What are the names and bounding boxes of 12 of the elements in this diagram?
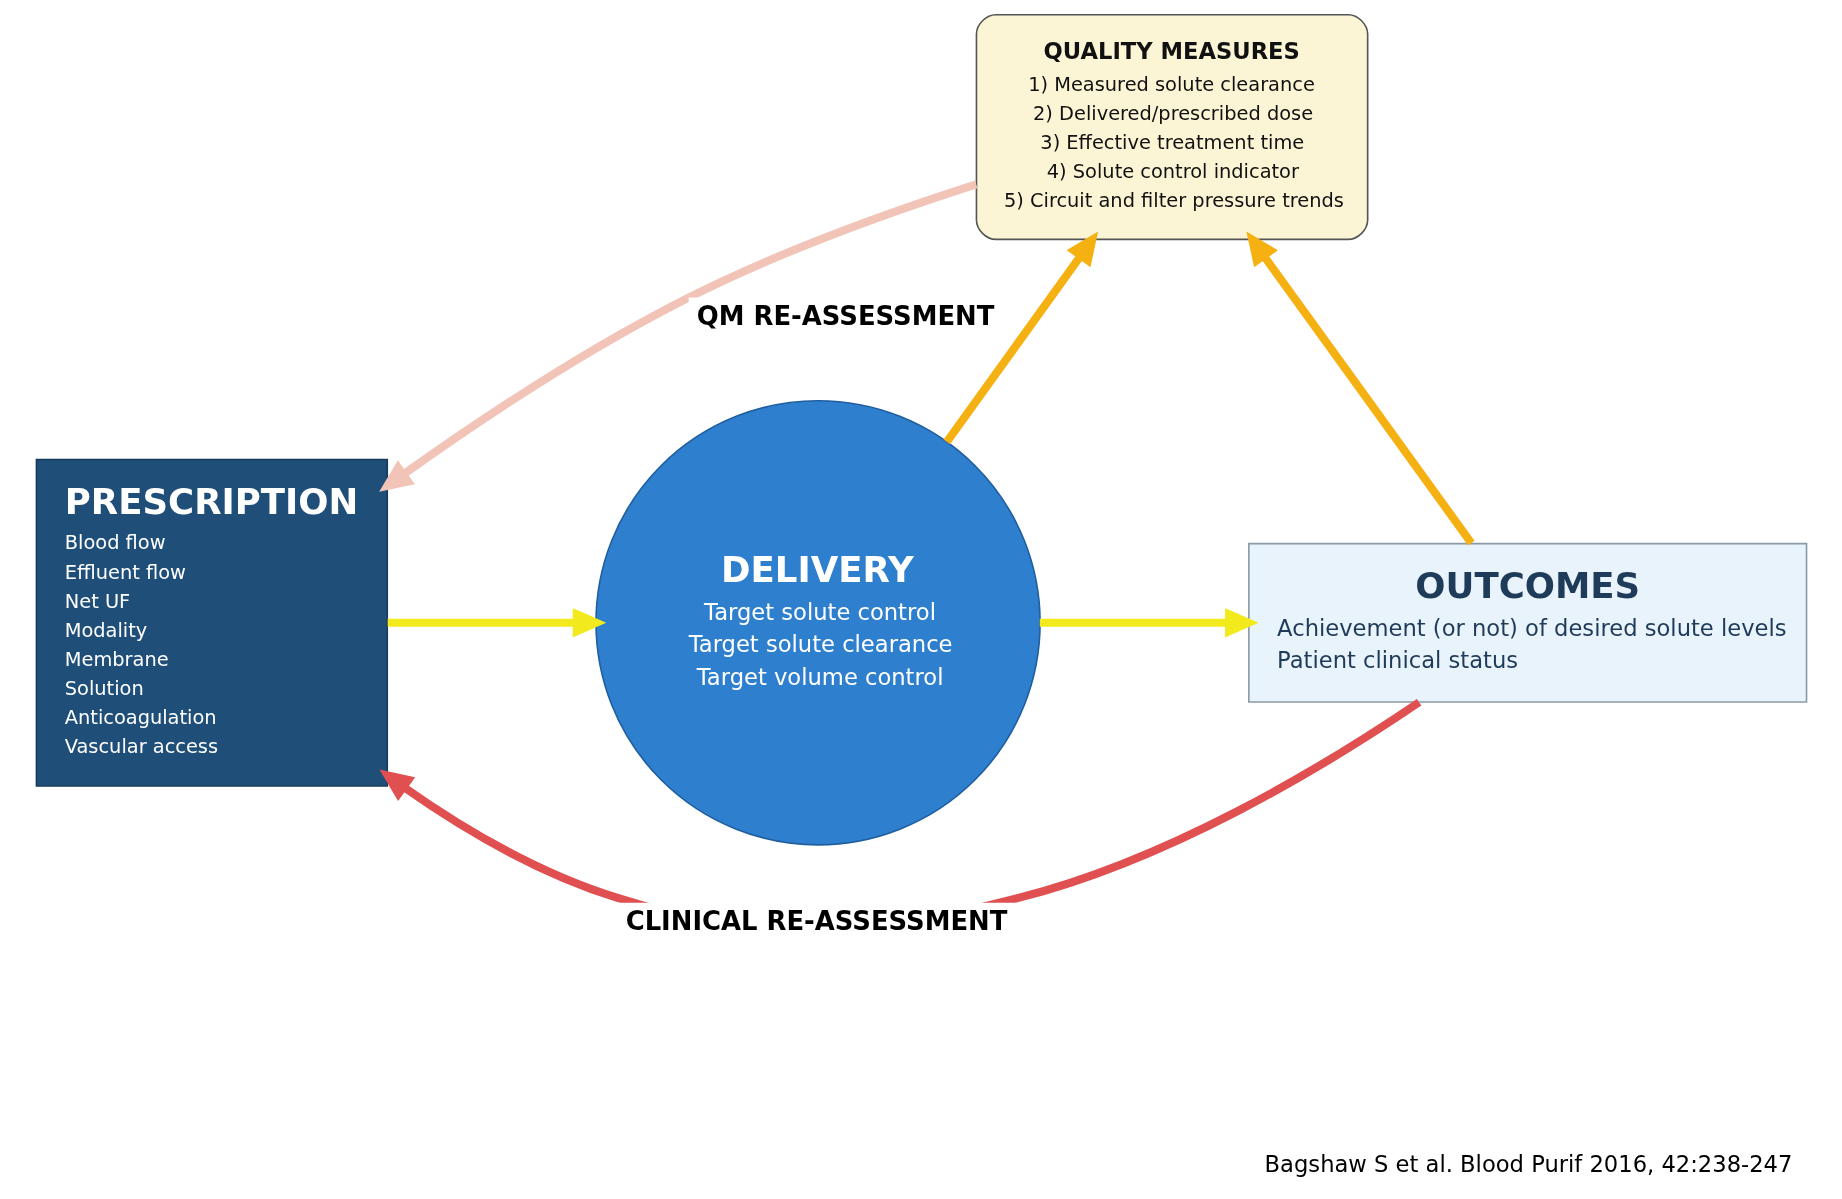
node-circle: DELIVERY Target solute control Target solute clearance Target volume control [594, 399, 1041, 846]
arrow [943, 231, 1098, 445]
arrow [387, 608, 606, 638]
node-box: QUALITY MEASURES 1) Measured solute clearance 2) Delivered/prescribed dose 3) Effective treatment time 4) Solute control indicator 5) Circuit and filter pressure trends [975, 13, 1368, 241]
arrow [378, 180, 977, 492]
edge-label: CLINICAL RE-ASSESSMENT [625, 905, 1007, 936]
arrow [1245, 231, 1475, 546]
node-box: OUTCOMES Achievement (or not) of desired solute levels Patient clinical status [1247, 542, 1807, 703]
node-box: PRESCRIPTION Blood flow Effluent flow Net UF Modality Membrane Solution Anticoagulation Vascular access [35, 458, 388, 787]
edge-label: QM RE-ASSESSMENT [696, 300, 994, 331]
caption: Bagshaw S et al. Blood Purif 2016, 42:238-247 [1264, 1150, 1792, 1177]
arrow [1039, 608, 1259, 638]
